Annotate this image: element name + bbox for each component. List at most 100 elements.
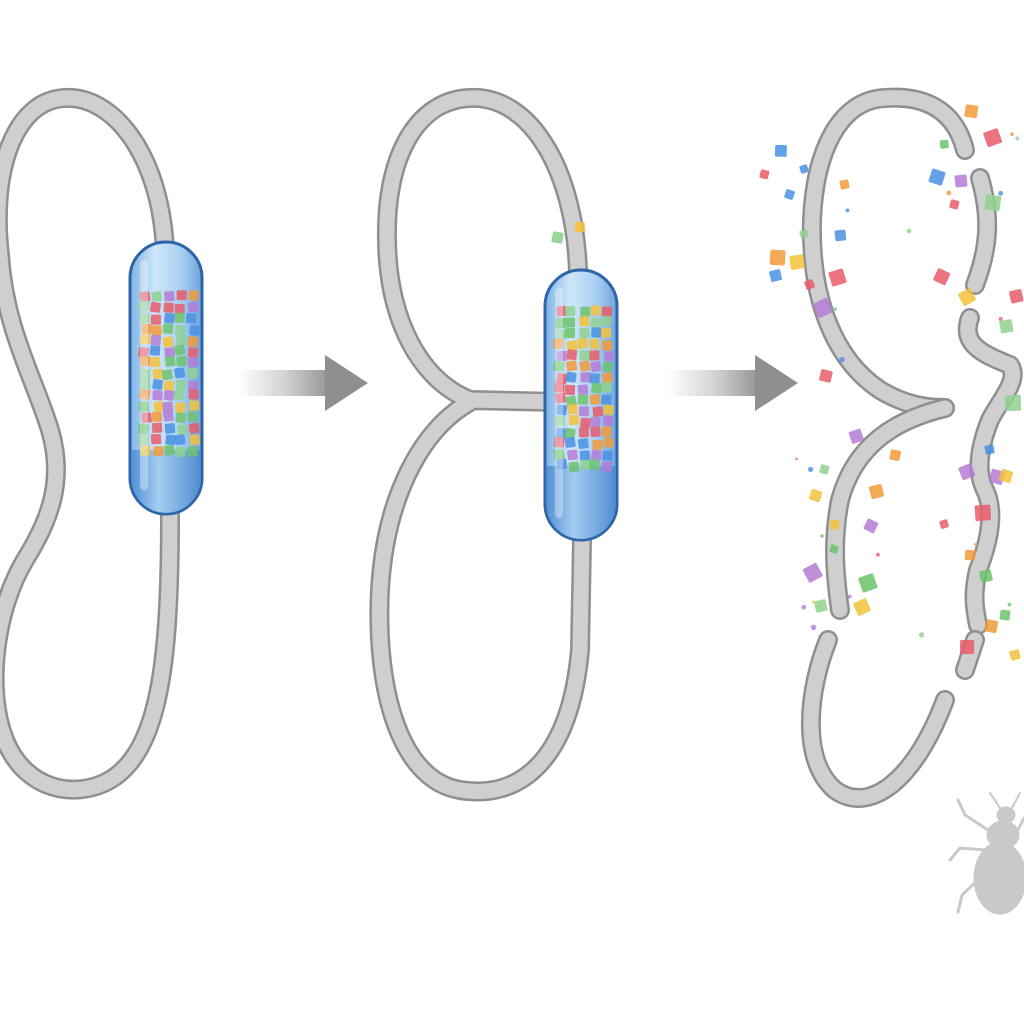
particle-dot (811, 600, 815, 604)
particle (174, 312, 185, 323)
particle (954, 174, 968, 188)
particle (579, 327, 590, 339)
particle (138, 312, 150, 324)
particle (1004, 394, 1022, 412)
particle-dot (1015, 136, 1020, 141)
particle (602, 361, 614, 373)
particle (164, 423, 176, 434)
particle (164, 347, 175, 358)
particle (590, 361, 602, 373)
particle (601, 461, 612, 472)
particle (566, 340, 578, 352)
particle (149, 356, 161, 368)
insect-icon (948, 792, 1024, 915)
particle (188, 290, 199, 301)
particle (812, 297, 833, 318)
particle (600, 327, 612, 339)
particle (959, 639, 975, 655)
particle (889, 449, 902, 462)
particle (139, 355, 151, 367)
particle (554, 415, 565, 426)
particle (804, 279, 815, 290)
particle-dot (876, 552, 880, 557)
particle (789, 254, 805, 270)
particle (139, 291, 151, 303)
particle (153, 401, 165, 413)
particle (808, 488, 823, 503)
particle (138, 401, 150, 412)
particle (554, 382, 565, 393)
particle (151, 411, 163, 422)
particle (151, 422, 163, 434)
particle (565, 305, 576, 317)
particle (556, 329, 567, 340)
particle (984, 194, 1002, 212)
particle (174, 324, 186, 336)
particle (579, 450, 591, 461)
particle (939, 519, 949, 529)
particle (999, 319, 1014, 334)
particle (189, 325, 200, 336)
particle (566, 349, 578, 361)
particle (139, 378, 151, 390)
particle (602, 340, 613, 351)
stage-3-loop-fragments (800, 87, 1023, 808)
particle (161, 369, 173, 381)
particle (564, 437, 576, 448)
particle (589, 393, 601, 405)
particle (769, 269, 783, 283)
particle (602, 450, 613, 461)
particle-dot (946, 190, 952, 196)
particle (555, 317, 566, 328)
particle (554, 437, 565, 448)
particle (176, 290, 187, 301)
particle (150, 314, 161, 325)
particle (828, 268, 847, 287)
particle (564, 427, 576, 439)
particle (949, 199, 960, 210)
particle (848, 428, 864, 444)
particle (964, 549, 976, 561)
particle (174, 367, 186, 379)
particle (592, 439, 603, 450)
particle (863, 518, 879, 534)
particle (580, 417, 591, 429)
particle (601, 315, 613, 327)
particle (998, 468, 1014, 484)
particle (153, 446, 164, 457)
particle (568, 414, 580, 426)
particle (853, 598, 871, 616)
particle (187, 336, 198, 347)
particle (139, 388, 151, 400)
particle (141, 323, 152, 335)
particle (187, 301, 199, 313)
particle (600, 394, 612, 405)
capsule-particles (138, 290, 201, 458)
particle-dot (906, 228, 912, 234)
particle (589, 373, 600, 384)
arrow-right-icon (238, 355, 368, 411)
particle (149, 345, 161, 356)
particle (590, 317, 602, 329)
particle (769, 249, 786, 266)
particle (188, 380, 199, 392)
particle (185, 313, 197, 324)
particle (174, 390, 185, 401)
particle (579, 350, 590, 361)
particle (138, 346, 149, 358)
particle-dot (1007, 602, 1012, 607)
particle (964, 104, 979, 119)
stage-2-loop (369, 87, 592, 802)
particle-dot (847, 594, 852, 599)
particle (589, 459, 600, 470)
particle (139, 369, 150, 380)
particle (983, 128, 1003, 148)
particle (580, 306, 591, 317)
capsule-particles (553, 305, 615, 473)
particle (187, 411, 198, 422)
particle (799, 229, 809, 239)
particle (152, 368, 164, 380)
particle (164, 312, 175, 324)
particle (799, 164, 809, 174)
particle (974, 504, 992, 522)
